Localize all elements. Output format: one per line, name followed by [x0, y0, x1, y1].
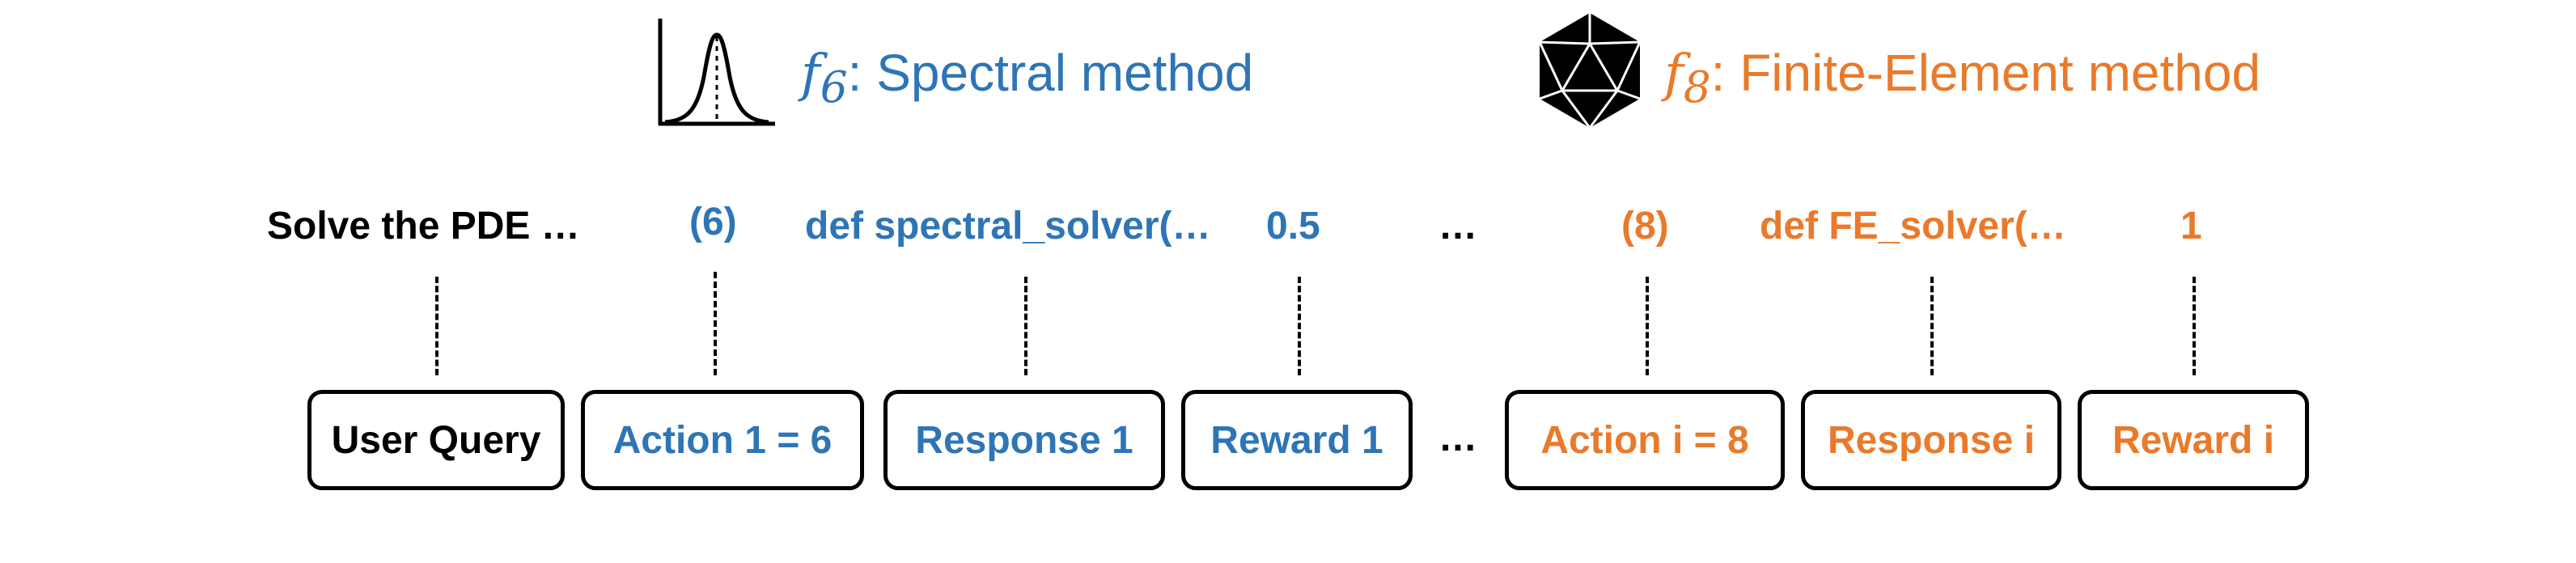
- fe-fn-symbol: f: [1664, 44, 1684, 104]
- connector-user-query: [435, 277, 439, 375]
- spectral-fn-symbol: f: [801, 44, 820, 104]
- token-action-i: (8): [1621, 205, 1669, 248]
- box-user-query: User Query: [307, 390, 565, 490]
- box-action-i: Action i = 8: [1505, 390, 1785, 490]
- token-reward-1: 0.5: [1266, 205, 1320, 248]
- box-reward-1: Reward 1: [1181, 390, 1413, 490]
- spectral-method-header: f6: Spectral method: [655, 8, 1303, 129]
- fe-method-header: f8: Finite-Element method: [1533, 8, 2342, 129]
- box-action-1: Action 1 = 6: [581, 390, 864, 490]
- spectral-method-title: f6: Spectral method: [801, 40, 1253, 120]
- box-ellipsis: …: [1438, 417, 1477, 459]
- connector-response-1: [1024, 277, 1027, 375]
- box-response-i: Response i: [1801, 390, 2061, 490]
- token-query: Solve the PDE …: [267, 205, 580, 248]
- token-response-1: def spectral_solver(…: [805, 205, 1211, 248]
- token-action-1: (6): [689, 201, 737, 243]
- fe-method-label: : Finite-Element method: [1710, 44, 2261, 102]
- box-response-1: Response 1: [883, 390, 1165, 490]
- connector-action-1: [714, 272, 717, 375]
- spectral-fn-index: 6: [820, 61, 848, 112]
- token-ellipsis: …: [1438, 205, 1477, 248]
- connector-action-i: [1646, 277, 1649, 375]
- icosahedron-icon: [1538, 13, 1642, 129]
- box-reward-i: Reward i: [2078, 390, 2309, 490]
- fe-fn-index: 8: [1683, 61, 1711, 112]
- connector-response-i: [1930, 277, 1934, 375]
- connector-reward-i: [2193, 277, 2196, 375]
- token-response-i: def FE_solver(…: [1760, 205, 2066, 248]
- token-reward-i: 1: [2180, 205, 2202, 248]
- connector-reward-1: [1298, 277, 1301, 375]
- spectral-method-label: : Spectral method: [847, 44, 1254, 102]
- gaussian-curve-icon: [658, 19, 775, 126]
- fe-method-title: f8: Finite-Element method: [1664, 40, 2260, 120]
